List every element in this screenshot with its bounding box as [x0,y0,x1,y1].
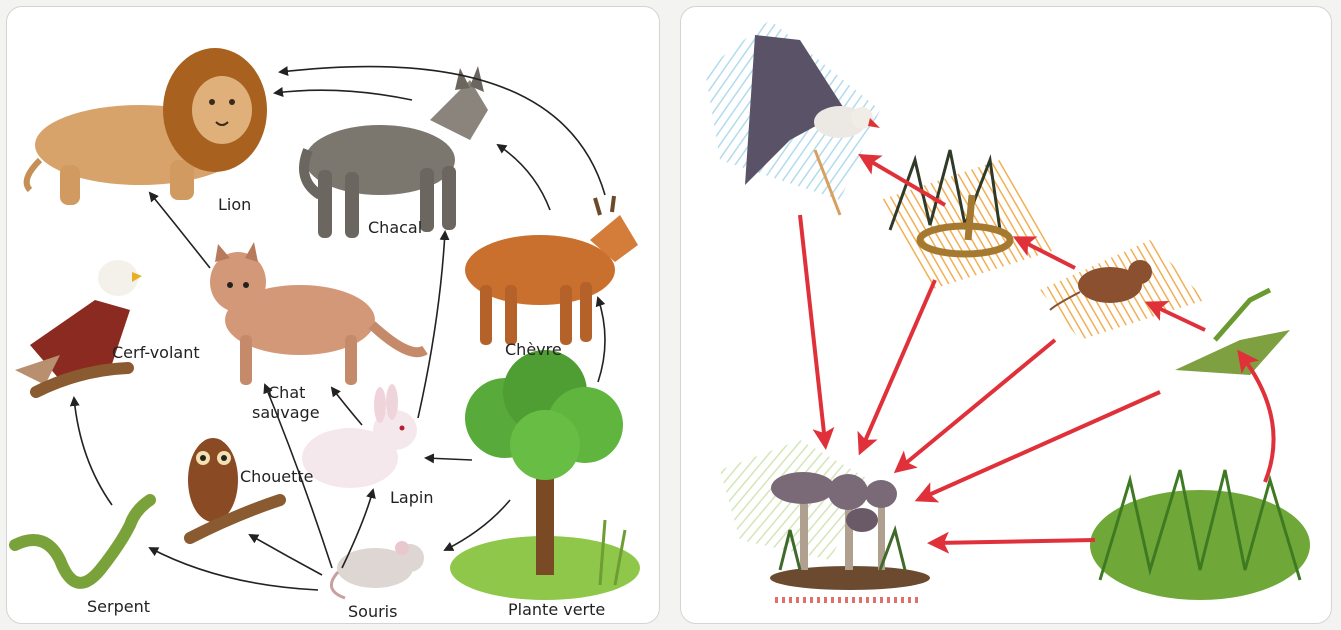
arrow-mantis-to-mouse [1152,305,1205,330]
arrow-jackal-to-lion [275,90,412,100]
mouse-right-illustration [1040,240,1205,340]
label-wildcat-line2: sauvage [252,403,320,422]
goat-illustration [465,196,638,345]
arrow-grass-to-mushrooms [935,540,1095,543]
label-jackal: Chacal [368,218,422,237]
arrow-bird-to-mushrooms [800,215,825,442]
arrow-plant-to-rabbit [426,458,472,460]
arrow-mouse-to-snake [150,548,318,590]
arrow-goat-to-jackal [498,145,550,210]
arrow-mouse-to-owl [250,535,322,575]
snake-illustration [15,500,150,583]
rabbit-illustration [302,384,417,488]
label-snake: Serpent [87,597,150,616]
snake-in-grass-illustration [880,150,1055,290]
label-kite: Cerf-volant [112,343,200,362]
label-goat: Chèvre [505,340,562,359]
arrow-wildcat-to-lion [150,193,210,268]
arrow-snake-to-mushrooms [862,280,935,448]
label-rabbit: Lapin [390,488,433,507]
label-mouse: Souris [348,602,397,621]
arrow-grass-to-mantis [1242,356,1274,482]
label-wildcat-line1: Chat [268,383,305,402]
label-lion: Lion [218,195,251,214]
mouse-illustration [331,541,424,598]
jackal-illustration [304,66,488,238]
kite-bird-illustration [15,260,142,392]
arrow-snake-to-kite [74,398,112,505]
green-plant-illustration [450,350,640,600]
secretary-bird-illustration [705,20,880,215]
mushroom-decomposers-illustration [720,440,930,600]
owl-illustration [188,438,280,538]
grass-illustration [1090,470,1310,600]
label-green-plant: Plante verte [508,600,605,619]
wildcat-illustration [210,242,425,385]
lion-illustration [27,48,267,205]
arrow-rabbit-to-wildcat [332,388,362,425]
arrow-mantis-to-mushrooms [922,392,1160,498]
arrow-plant-to-goat [598,298,605,382]
arrow-rabbit-to-jackal [418,232,445,418]
